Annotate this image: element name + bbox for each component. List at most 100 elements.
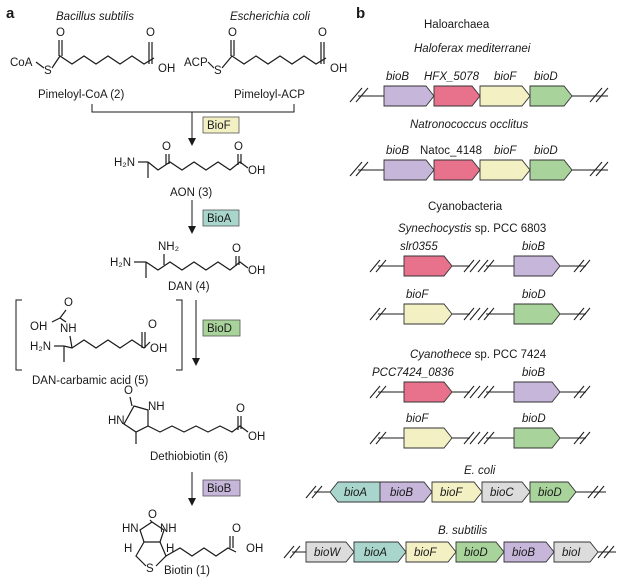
gene-bsubtilis-biow xyxy=(305,541,355,563)
dan-acid-oh: OH xyxy=(248,265,265,277)
dan-carbamic-name: DAN-carbamic acid (5) xyxy=(32,375,148,387)
aon-ketone-oxygen: O xyxy=(162,141,171,153)
dethiobiotin-nh: NH xyxy=(148,401,165,413)
acp-group-label: ACP xyxy=(184,57,208,69)
acp-thioester-oxygen: O xyxy=(228,27,237,39)
organism-synechocystis: Synechocystis sp. PCC 6803 xyxy=(398,223,546,235)
biotin-h-left: H xyxy=(124,543,132,555)
biotin-sulfur: S xyxy=(146,563,154,575)
gene-label-natronococcus-natoc4148: Natoc_4148 xyxy=(420,145,482,157)
organism-haloferax: Haloferax mediterranei xyxy=(414,43,531,55)
biotin-structure: O HN NH H H S O OH xyxy=(122,509,263,575)
group-haloarchaea: Haloarchaea xyxy=(424,19,490,31)
aon-amine: H₂N xyxy=(114,157,135,169)
gene-label-bsubtilis-biof: bioF xyxy=(414,547,437,559)
pimeloyl-coa-name: Pimeloyl-CoA (2) xyxy=(38,89,124,101)
dan-name: DAN (4) xyxy=(168,281,210,293)
biotin-acid-oxygen: O xyxy=(232,523,241,535)
gene-label-bsubtilis-bioa: bioA xyxy=(364,547,387,559)
gene-natronococcus-natoc4148 xyxy=(433,159,481,181)
panel-a-label: a xyxy=(6,5,15,22)
aon-acid-oh: OH xyxy=(248,165,265,177)
gene-label-ecoli-biob: bioB xyxy=(390,487,413,499)
gene-haloferax-biof xyxy=(479,85,531,107)
organism-ecoli: Escherichia coli xyxy=(230,11,310,23)
pimeloyl-acp-structure: ACP S O O OH xyxy=(184,27,347,77)
gene-synechocystis-biod xyxy=(513,303,561,325)
gene-label-cyanothece-biod: bioD xyxy=(522,413,546,425)
gene-label-haloferax-hfx5078: HFX_5078 xyxy=(424,71,480,83)
gene-label-ecoli-biod: bioD xyxy=(538,487,562,499)
organism-natronococcus: Natronococcus occlitus xyxy=(410,119,528,131)
enzyme-box-bioa xyxy=(202,209,240,227)
enzyme-label-bioa: BioA xyxy=(207,213,232,225)
acp-acid-oh: OH xyxy=(330,63,347,75)
gene-label-natronococcus-biod: bioD xyxy=(534,145,558,157)
gene-synechocystis-slr0355 xyxy=(403,255,453,277)
gene-synechocystis-biob xyxy=(513,255,561,277)
biotin-acid-oh: OH xyxy=(246,543,263,555)
dan-h2n: H₂N xyxy=(110,257,131,269)
gene-ecoli-bioc xyxy=(481,481,531,503)
dethiobiotin-structure: O NH HN O OH xyxy=(108,385,265,444)
dethiobiotin-oxygen: O xyxy=(124,385,133,397)
organism-synechocystis-genus: Synechocystis xyxy=(398,223,472,235)
organism-cyanothece-strain: sp. PCC 7424 xyxy=(471,349,546,361)
gene-label-natronococcus-biob: bioB xyxy=(386,145,409,157)
gene-haloferax-biob xyxy=(383,85,435,107)
aon-name: AON (3) xyxy=(170,187,212,199)
gene-bsubtilis-biof xyxy=(405,541,457,563)
coa-sulfur-label: S xyxy=(44,65,52,77)
gene-natronococcus-biof xyxy=(479,159,531,181)
gene-label-bsubtilis-biow: bioW xyxy=(314,547,341,559)
enzyme-label-biod: BioD xyxy=(207,323,232,335)
operon-cyanothece: PCC7424_0836 bioB bioF bioD xyxy=(369,367,591,449)
carbamic-carbonyl-oxygen: O xyxy=(64,297,73,309)
aon-acid-oxygen: O xyxy=(234,141,243,153)
gene-bsubtilis-bioi xyxy=(553,541,599,563)
dethiobiotin-acid-oxygen: O xyxy=(236,403,245,415)
dethiobiotin-acid-oh: OH xyxy=(248,431,265,443)
enzyme-box-biod xyxy=(202,319,241,337)
gene-bsubtilis-biod xyxy=(455,541,505,563)
acp-sulfur-label: S xyxy=(214,65,222,77)
gene-label-synechocystis-biof: bioF xyxy=(406,289,429,301)
merge-bracket xyxy=(91,104,295,113)
enzyme-label-biof: BioF xyxy=(207,120,231,132)
gene-cyanothece-pcc7424-0836 xyxy=(403,381,453,403)
dethiobiotin-name: Dethiobiotin (6) xyxy=(150,451,228,463)
gene-natronococcus-biob xyxy=(383,159,435,181)
gene-label-cyanothece-biof: bioF xyxy=(406,413,429,425)
pimeloyl-coa-structure: CoA S O O OH xyxy=(10,27,175,77)
gene-label-synechocystis-biod: bioD xyxy=(522,289,546,301)
organism-ecoli-operon: E. coli xyxy=(464,465,496,477)
gene-label-bsubtilis-bioi: bioI xyxy=(562,547,581,559)
organism-synechocystis-strain: sp. PCC 6803 xyxy=(472,223,547,235)
gene-label-haloferax-biof: bioF xyxy=(494,71,517,83)
dan-carbamic-structure: O OH NH H₂N O OH xyxy=(15,297,183,371)
dan-nh2: NH₂ xyxy=(158,241,179,253)
gene-natronococcus-biod xyxy=(529,159,573,181)
organism-cyanothece: Cyanothece sp. PCC 7424 xyxy=(410,349,547,361)
enzyme-box-biof xyxy=(202,116,240,134)
biotin-h-right: H xyxy=(166,543,174,555)
gene-cyanothece-biob xyxy=(513,381,561,403)
coa-acid-oh: OH xyxy=(158,63,175,75)
dethiobiotin-hn: HN xyxy=(108,415,125,427)
operon-synechocystis: slr0355 bioB bioF bioD xyxy=(369,241,591,325)
gene-bsubtilis-biob xyxy=(503,541,555,563)
carbamic-nh: NH xyxy=(60,323,77,335)
operon-bsubtilis: bioW bioA bioF bioD bioB bioI xyxy=(283,541,616,563)
gene-label-haloferax-biod: bioD xyxy=(534,71,558,83)
aon-structure: H₂N O O OH xyxy=(114,141,265,178)
organism-bacillus: Bacillus subtilis xyxy=(56,11,134,23)
organism-bsubtilis-operon: B. subtilis xyxy=(438,525,487,537)
coa-group-label: CoA xyxy=(10,57,33,69)
acp-acid-oxygen: O xyxy=(318,27,327,39)
gene-cyanothece-biof xyxy=(403,427,453,449)
carbamic-acid-oxygen: O xyxy=(148,319,157,331)
biotin-name: Biotin (1) xyxy=(164,565,210,577)
biotin-nh: NH xyxy=(160,523,177,535)
dan-structure: NH₂ H₂N O OH xyxy=(110,241,265,278)
